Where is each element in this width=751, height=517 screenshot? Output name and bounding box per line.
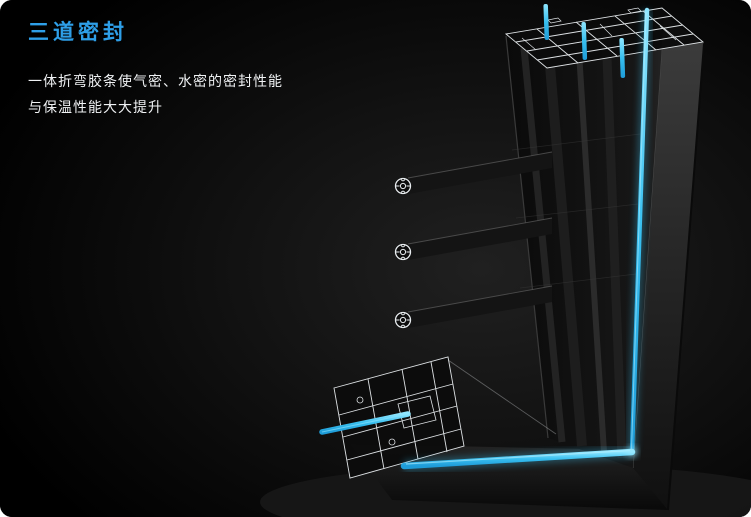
gasket-cross-section-icon-3 [394, 311, 412, 329]
top-seal-pin-3 [619, 37, 626, 78]
cut-end-seal-strip [319, 411, 411, 435]
top-seal-pin-1 [543, 3, 550, 40]
gasket-cross-section-icon-1 [394, 177, 412, 195]
top-seal-pins [543, 3, 626, 78]
description-line-1: 一体折弯胶条使气密、水密的密封性能 [28, 73, 283, 89]
bottom-seal-strip [400, 446, 637, 472]
page-description: 一体折弯胶条使气密、水密的密封性能 与保温性能大大提升 [28, 68, 283, 120]
description-line-2: 与保温性能大大提升 [28, 99, 163, 115]
vertical-seal-strip [627, 7, 652, 455]
seal-carrier-beams [407, 151, 553, 328]
gasket-cross-section-icon-2 [394, 243, 412, 261]
top-seal-pin-2 [581, 21, 588, 60]
page-title: 三道密封 [28, 21, 128, 44]
caption-block: 三道密封 一体折弯胶条使气密、水密的密封性能 与保温性能大大提升 [28, 16, 283, 120]
